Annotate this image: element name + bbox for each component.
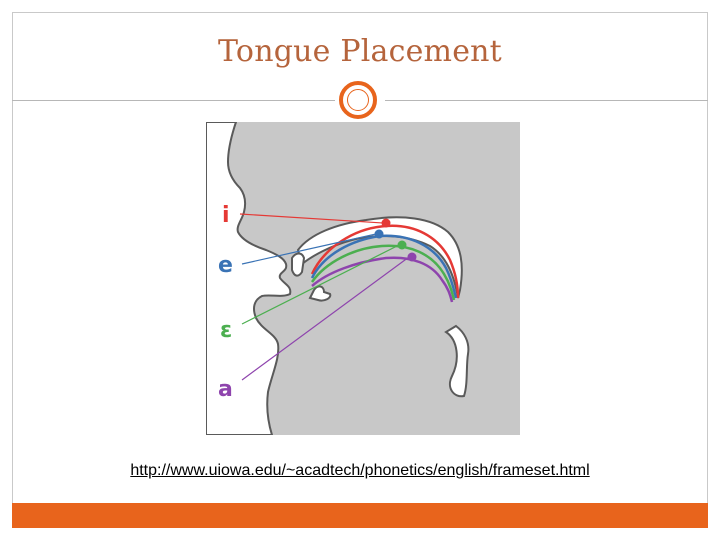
tongue-curve-e xyxy=(310,234,458,299)
divider-ring-ornament xyxy=(339,81,377,119)
vowel-label-epsilon: ɛ xyxy=(220,318,232,343)
footer-accent-bar xyxy=(12,503,708,528)
tongue-point-a xyxy=(407,252,417,262)
vowel-label-a: a xyxy=(218,377,233,402)
leader-line-i xyxy=(239,213,384,224)
vowel-label-i: i xyxy=(222,203,230,228)
vocal-tract-svg: i e ɛ a xyxy=(206,122,520,435)
vowel-label-e: e xyxy=(218,253,233,278)
title-divider-left xyxy=(12,100,335,101)
face-profile xyxy=(206,122,292,435)
upper-teeth xyxy=(291,252,306,277)
palate-roof xyxy=(296,216,463,299)
slide-title: Tongue Placement xyxy=(218,34,502,69)
leader-line-epsilon xyxy=(241,244,400,325)
tongue-point-i xyxy=(381,218,391,228)
tongue-placement-diagram: i e ɛ a xyxy=(206,122,520,435)
tongue-point-epsilon xyxy=(397,240,407,250)
source-link[interactable]: http://www.uiowa.edu/~acadtech/phonetics… xyxy=(130,462,590,479)
tongue-curve-epsilon xyxy=(310,244,456,301)
pharynx-wall xyxy=(444,324,470,398)
title-divider-right xyxy=(385,100,708,101)
leader-line-e xyxy=(241,233,377,265)
tongue-point-e xyxy=(374,229,384,239)
lower-teeth xyxy=(308,285,332,302)
divider-ring-inner xyxy=(347,89,369,111)
leader-line-a xyxy=(241,256,410,381)
